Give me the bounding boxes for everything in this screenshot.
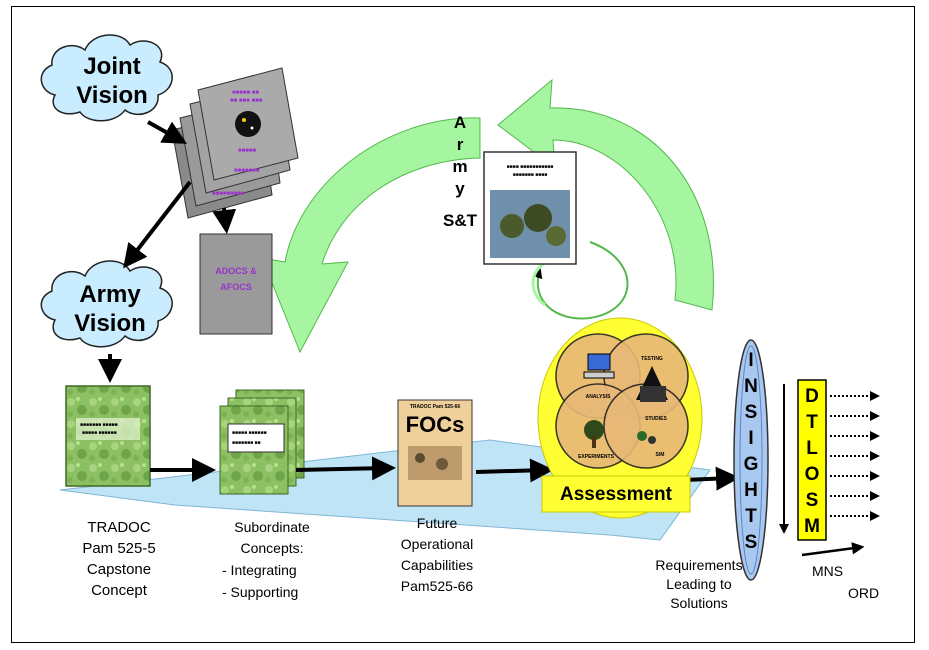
joint-vision-cloud: Joint Vision (40, 34, 173, 122)
caption-requirements: Requirements Leading to Solutions (655, 557, 742, 611)
green-arrow-small-loop (532, 241, 629, 320)
adocs-line-2: AFOCS (220, 282, 252, 292)
caption-tradoc-line-3: Capstone (87, 561, 151, 578)
insights-letter-5: G (744, 454, 759, 475)
caption-future-line-2: Operational (401, 536, 473, 552)
insights-oval: I N S I G H T S (733, 339, 769, 581)
army-st-letter-a: A (454, 113, 466, 132)
army-st-letter-r: r (457, 135, 464, 154)
insights-letter-7: T (745, 506, 757, 527)
mns-ord-arrow (801, 542, 865, 557)
assessment-label: Assessment (560, 484, 673, 505)
dtlosm-letter-m: M (804, 516, 820, 537)
insights-letter-4: I (748, 428, 753, 449)
book-title-scribble-4: ■■■■■■■ (234, 168, 260, 174)
focs-title: FOCs (406, 412, 465, 437)
army-st-label: A r m y S&T (443, 113, 478, 230)
computer-icon (583, 353, 615, 379)
insights-letter-2: N (744, 376, 758, 397)
green-arrow-loop (261, 117, 481, 354)
assessment-banner (541, 475, 691, 513)
joint-doctrine-book-stack: ■■■■■ ■■ ■■ ■■■ ■■■ ■■■■■ ■■■■■■■ ■■■■■■… (171, 67, 299, 219)
tree-icon (584, 420, 604, 448)
caption-tradoc-line-1: TRADOC (87, 519, 151, 536)
caption-subordinate-line-2: Concepts: (240, 540, 303, 556)
dtlosm-letter-t: T (806, 412, 818, 433)
circle-label-sim: SIM (656, 452, 665, 458)
arrow-focs-to-assessment (475, 458, 554, 483)
book-title-scribble-3: ■■■■■ (238, 148, 256, 154)
subordinate-cover-title: ■■■■■ ■■■■■■ (232, 430, 267, 436)
dtlosm-letter-s: S (806, 490, 819, 511)
army-st-letter-m: m (452, 157, 467, 176)
insights-letter-8: S (745, 532, 758, 553)
joint-vision-line-1: Joint (83, 53, 140, 80)
caption-future: Future Operational Capabilities Pam525-6… (401, 515, 474, 594)
army-st-cover-title-2: ■■■■■■■ ■■■■ (513, 172, 548, 178)
adocs-line-1: ADOCS & (215, 266, 257, 276)
insights-letter-3: S (745, 402, 758, 423)
army-st-cover-title: ■■■■ ■■■■■■■■■■■ (507, 164, 554, 170)
caption-tradoc-line-4: Concept (91, 582, 148, 599)
dtlosm-letter-d: D (805, 386, 819, 407)
arrow-jv-to-stack (147, 120, 187, 144)
caption-requirements-line-2: Leading to (666, 576, 732, 592)
caption-requirements-line-1: Requirements (655, 557, 742, 573)
assessment-group: ANALYSIS TESTING EXPERIMENTS STUDIES SIM… (537, 317, 703, 519)
dtlosm-letter-o: O (805, 464, 820, 485)
joint-vision-line-2: Vision (76, 82, 148, 109)
arrow-stack-to-armyvision (123, 180, 192, 269)
army-vision-line-1: Army (79, 281, 141, 308)
dtlosm-letter-l: L (806, 438, 818, 459)
subordinate-cover-title-2: ■■■■■■■ ■■ (232, 440, 261, 446)
building-icon (636, 366, 668, 402)
insights-letter-1: I (748, 350, 753, 371)
circle-label-analysis: ANALYSIS (586, 394, 611, 400)
diagram-frame (11, 6, 915, 643)
people-icon (637, 431, 656, 444)
arrow-subordinate-to-focs (295, 456, 396, 481)
tradoc-cover-title-2: ■■■■■ ■■■■■■ (82, 430, 117, 436)
focs-book: TRADOC Pam 525-66 FOCs (397, 399, 473, 507)
focs-header: TRADOC Pam 525-66 (410, 404, 461, 410)
caption-requirements-line-3: Solutions (670, 595, 728, 611)
army-st-letter-y: y (455, 179, 465, 198)
ord-label: ORD (848, 585, 879, 601)
mns-label: MNS (812, 563, 843, 579)
circle-label-testing: TESTING (641, 356, 663, 362)
caption-tradoc: TRADOC Pam 525-5 Capstone Concept (82, 519, 155, 599)
circle-label-experiments: EXPERIMENTS (578, 454, 615, 460)
tradoc-cover-title: ■■■■■■■ ■■■■■ (80, 422, 118, 428)
arrow-assessment-to-insights (683, 466, 740, 491)
circle-label-studies: STUDIES (645, 416, 667, 422)
caption-subordinate: Subordinate Concepts: - Integrating - Su… (222, 519, 310, 600)
caption-subordinate-line-1: Subordinate (234, 519, 310, 535)
insights-letter-6: H (744, 480, 758, 501)
green-arrow-large (497, 78, 714, 311)
tradoc-capstone-book: ■■■■■■■ ■■■■■ ■■■■■ ■■■■■■ (65, 385, 151, 487)
caption-tradoc-line-2: Pam 525-5 (82, 540, 155, 557)
book-title-scribble-2: ■■ ■■■ ■■■ (230, 98, 263, 104)
army-vision-line-2: Vision (74, 310, 146, 337)
dtlosm-output-arrows (830, 391, 880, 521)
arrow-stack-to-adocs (212, 207, 237, 234)
army-st-letter-st: S&T (443, 211, 478, 230)
caption-future-line-3: Capabilities (401, 557, 473, 573)
adocs-afocs-book: ADOCS & AFOCS (199, 233, 273, 335)
book-title-scribble: ■■■■■ ■■ (232, 90, 259, 96)
book-title-scribble-5: ■■■■■■■■■ (212, 191, 245, 197)
subordinate-concepts-book-stack: ■■■■■ ■■■■■■ ■■■■■■■ ■■ (219, 389, 305, 495)
caption-future-line-4: Pam525-66 (401, 578, 474, 594)
dtlosm-bar: D T L O S M (797, 379, 827, 541)
caption-future-line-1: Future (417, 515, 458, 531)
army-vision-cloud: Army Vision (40, 260, 173, 348)
army-st-book: ■■■■ ■■■■■■■■■■■ ■■■■■■■ ■■■■ (483, 151, 577, 265)
caption-subordinate-line-3: - Integrating (222, 562, 297, 578)
caption-subordinate-line-4: - Supporting (222, 584, 298, 600)
